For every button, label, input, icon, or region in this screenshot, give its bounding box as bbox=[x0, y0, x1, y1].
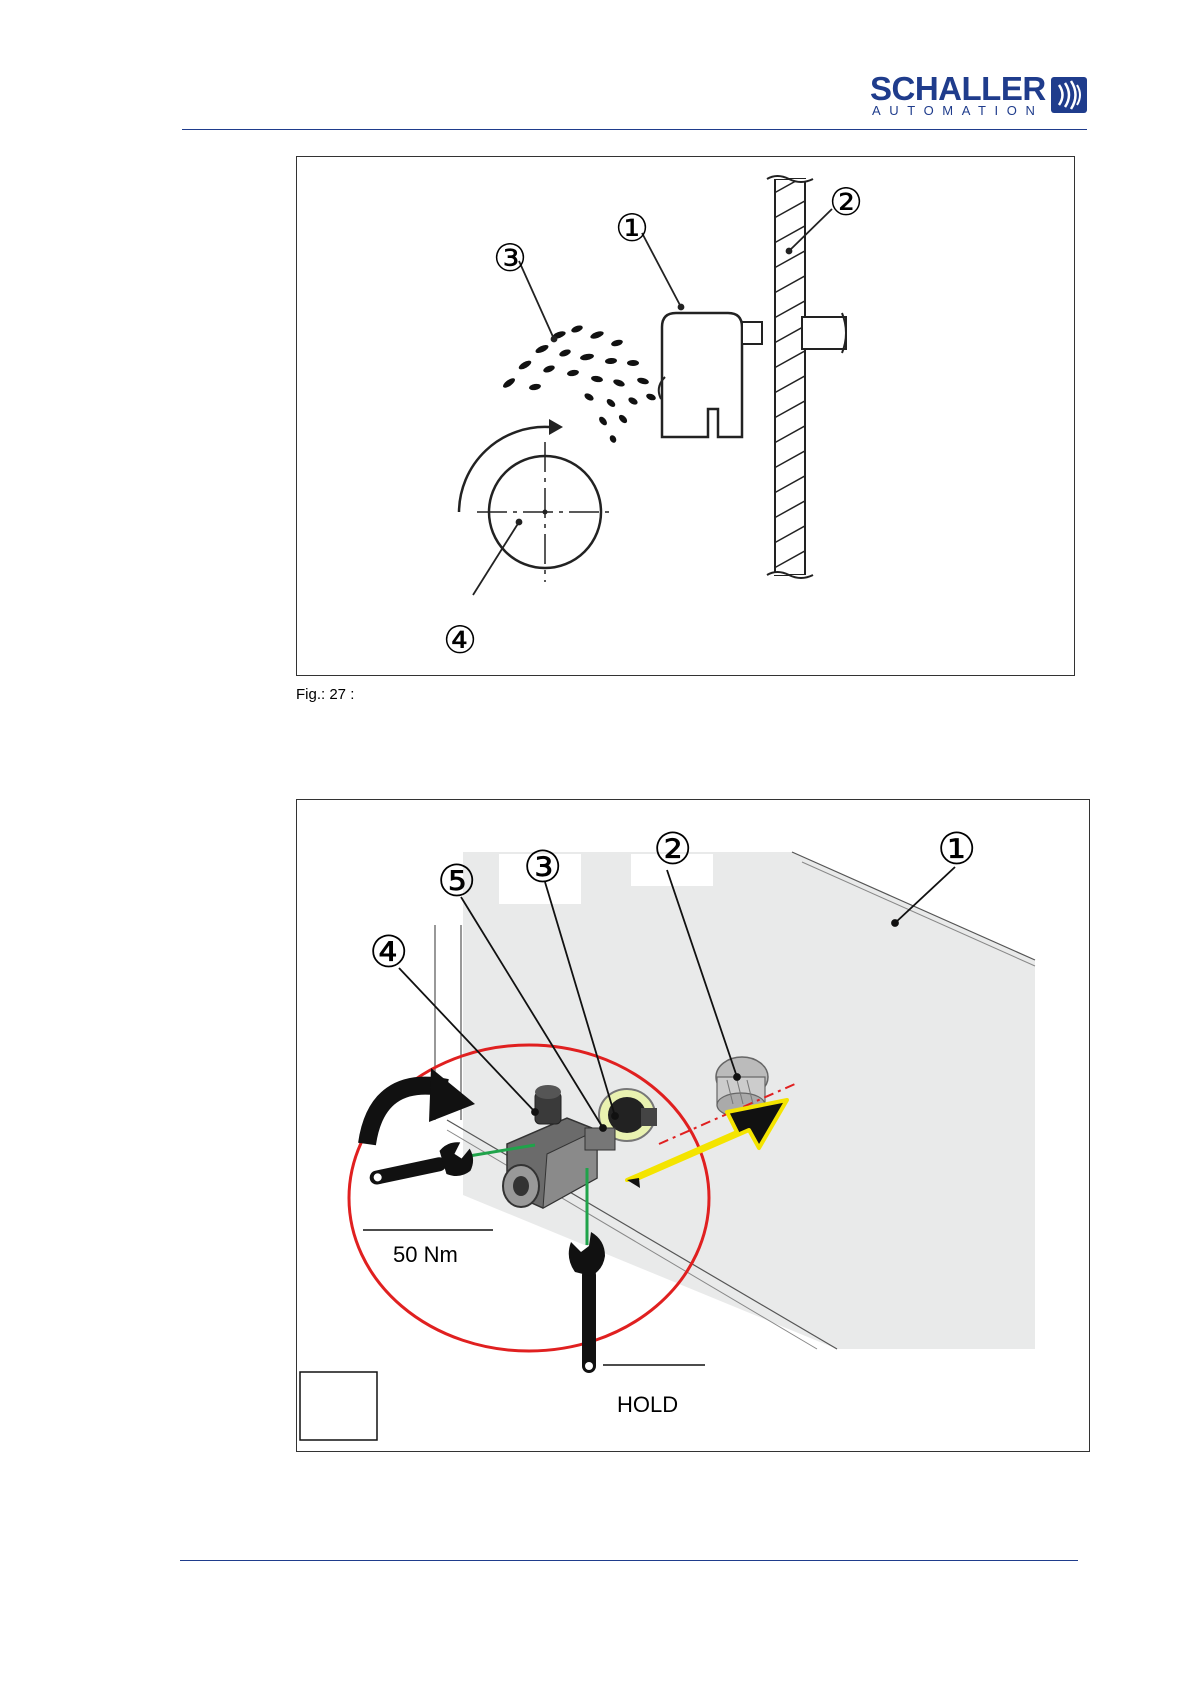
crankcase-wall bbox=[767, 172, 813, 597]
rotate-arrow-icon bbox=[367, 1068, 475, 1144]
footer-rule bbox=[180, 1560, 1078, 1561]
sensor-head bbox=[659, 313, 846, 437]
callout-4: ④ bbox=[443, 618, 477, 662]
logo-wave-icon bbox=[1050, 76, 1088, 114]
oil-mist-droplets bbox=[502, 324, 657, 444]
callout-2: ② bbox=[829, 180, 863, 224]
header-rule bbox=[182, 129, 1087, 130]
callout-3: ③ bbox=[523, 842, 562, 893]
company-logo: SCHALLER AUTOMATION bbox=[870, 72, 1090, 116]
figure2-drawing: 50 Nm HOLD ① ② ③ ⑤ ④ bbox=[297, 800, 1089, 1451]
figure-oil-mist-sensor-placement: ① ② ③ ④ bbox=[296, 156, 1075, 676]
torque-wrench-icon bbox=[366, 1139, 476, 1194]
figure-caption: Fig.: 27 : bbox=[296, 686, 354, 704]
logo-tagline: AUTOMATION bbox=[872, 104, 1043, 117]
figure1-drawing: ① ② ③ ④ bbox=[297, 157, 1074, 675]
callout-5: ⑤ bbox=[437, 856, 476, 907]
callout-1: ① bbox=[937, 824, 976, 875]
figure-sensor-mounting: 50 Nm HOLD ① ② ③ ⑤ ④ bbox=[296, 799, 1090, 1452]
hold-label: HOLD bbox=[617, 1392, 678, 1417]
label-box bbox=[300, 1372, 377, 1440]
crankshaft bbox=[459, 419, 615, 582]
callout-2: ② bbox=[653, 824, 692, 875]
logo-wordmark: SCHALLER bbox=[870, 72, 1046, 105]
callout-3: ③ bbox=[493, 236, 527, 280]
callout-1: ① bbox=[615, 206, 649, 250]
holding-wrench-icon bbox=[569, 1232, 605, 1373]
torque-label: 50 Nm bbox=[393, 1242, 458, 1267]
callout-4: ④ bbox=[369, 927, 408, 978]
